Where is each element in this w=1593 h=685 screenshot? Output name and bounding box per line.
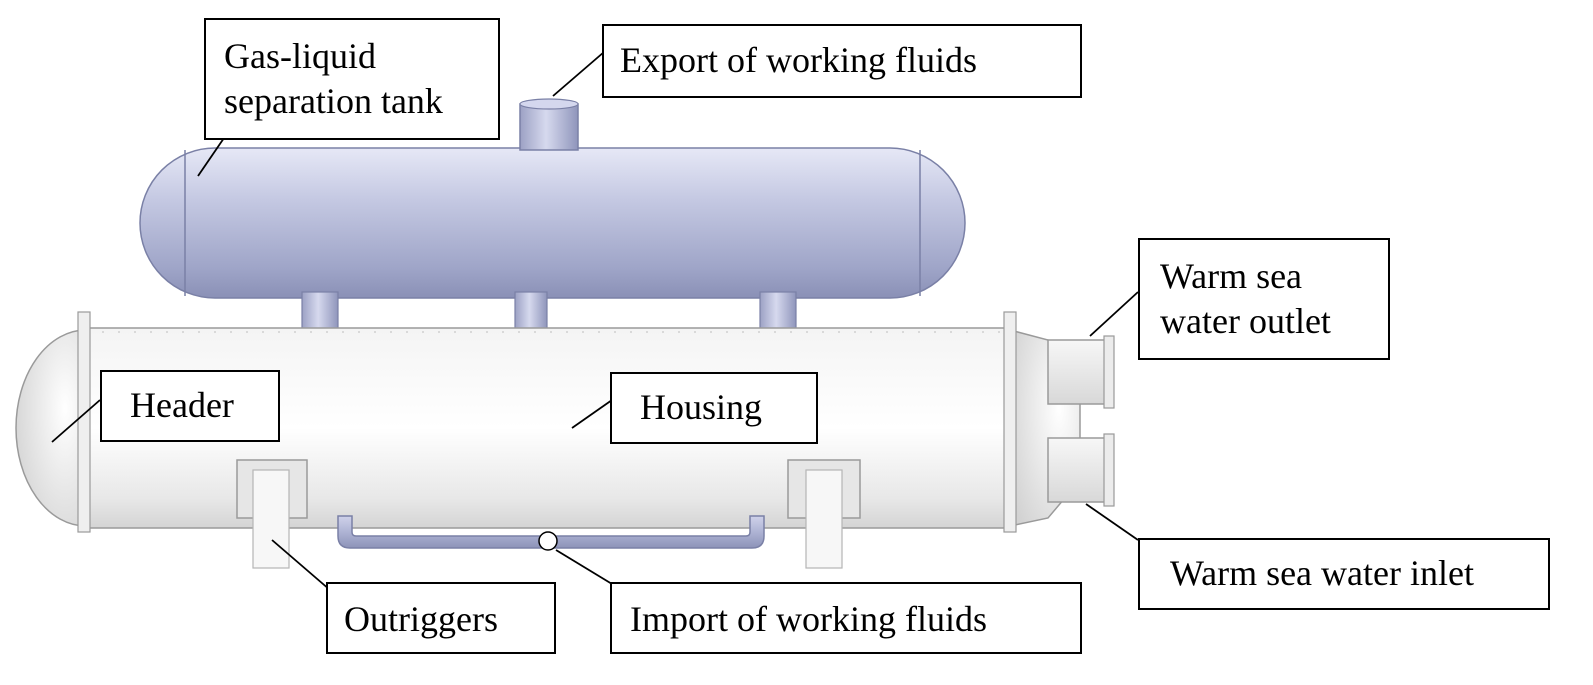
connector-pipe-3 [759, 291, 797, 331]
connector-pipe-2 [514, 291, 548, 331]
import-pipe [337, 515, 765, 551]
leader-export [552, 51, 605, 97]
separation-tank-label: Gas-liquid separation tank [204, 18, 500, 140]
inlet-nozzle [1047, 433, 1115, 507]
flange-right [1003, 311, 1017, 533]
outrigger-right [787, 459, 861, 569]
leader-header [51, 399, 101, 443]
connector-pipe-1 [301, 291, 339, 331]
separation-tank [139, 147, 966, 299]
import-port [538, 531, 558, 551]
leader-housing [571, 399, 613, 429]
import-label: Import of working fluids [610, 582, 1082, 654]
export-label: Export of working fluids [602, 24, 1082, 98]
flange-left [77, 311, 91, 533]
outrigger-left [236, 459, 308, 569]
connecting-pipes [301, 291, 797, 331]
leader-outriggers [271, 539, 331, 591]
leader-separation-tank [197, 137, 225, 177]
leader-outlet [1089, 291, 1139, 337]
header-label: Header [100, 370, 280, 442]
inlet-label: Warm sea water inlet [1138, 538, 1550, 610]
export-nozzle [519, 98, 579, 151]
header-dome [15, 329, 87, 527]
leader-inlet [1085, 503, 1139, 541]
tank-body [139, 147, 966, 299]
outriggers-label: Outriggers [326, 582, 556, 654]
flanges [77, 311, 1017, 533]
outlet-label: Warm sea water outlet [1138, 238, 1390, 360]
leader-import [555, 549, 613, 585]
outlet-nozzle [1047, 335, 1115, 409]
leader-lines [51, 51, 1139, 591]
housing-label: Housing [610, 372, 818, 444]
